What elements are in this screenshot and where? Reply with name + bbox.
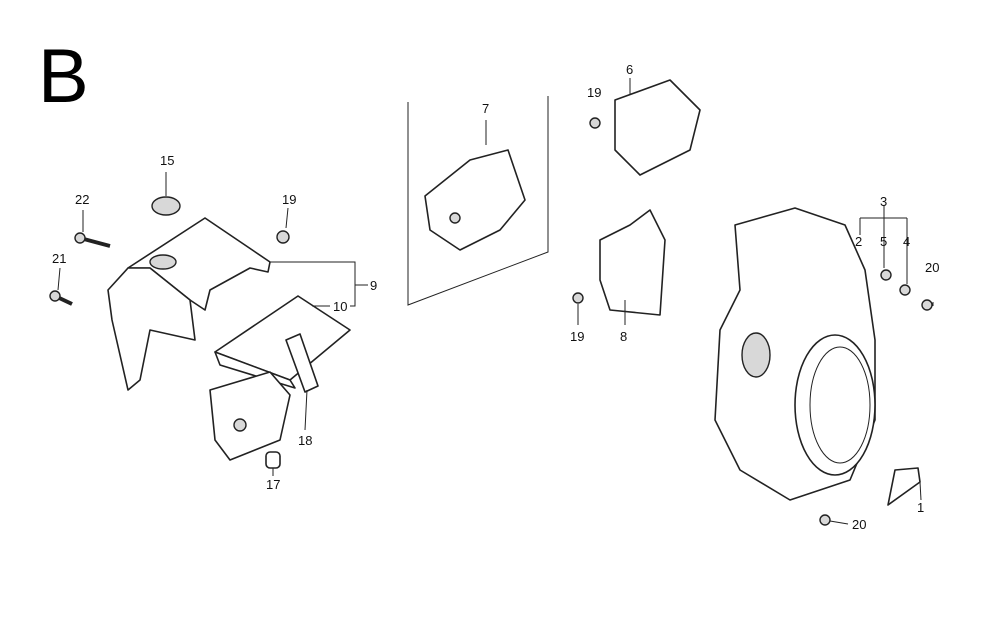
callout-19: 19	[282, 192, 296, 207]
part-2-fan-cover	[714, 207, 876, 501]
callout-15: 15	[160, 153, 174, 168]
part-7-frame	[407, 96, 549, 306]
callout-22: 22	[75, 192, 89, 207]
callout-8: 8	[620, 329, 627, 344]
section-letter: B	[38, 34, 89, 119]
callout-5: 5	[880, 234, 887, 249]
callout-20: 20	[925, 260, 939, 275]
part-20-bolt	[921, 299, 933, 311]
part-17-collar	[265, 451, 281, 469]
part-8-guard	[572, 209, 666, 316]
part-5-nut	[880, 269, 892, 281]
part-21-bolt	[49, 290, 73, 306]
callout-19-upper: 19	[587, 85, 601, 100]
callout-18: 18	[298, 433, 312, 448]
callout-17: 17	[266, 477, 280, 492]
part-4-washer	[899, 284, 911, 296]
callout-2: 2	[855, 234, 862, 249]
part-10-cover	[209, 295, 351, 461]
callout-19-mid: 19	[570, 329, 584, 344]
callout-20-lower: 20	[852, 517, 866, 532]
callout-4: 4	[903, 234, 910, 249]
part-15-cap	[151, 196, 181, 216]
callout-7: 7	[482, 101, 489, 116]
part-19-bolt	[276, 230, 290, 244]
callout-10: 10	[333, 299, 347, 314]
callout-1: 1	[917, 500, 924, 515]
callout-9: 9	[370, 278, 377, 293]
callout-3: 3	[880, 194, 887, 209]
callout-21: 21	[52, 251, 66, 266]
part-6-guard	[589, 79, 701, 176]
callout-6: 6	[626, 62, 633, 77]
part-22-bolt	[74, 232, 111, 248]
part-18-pin	[285, 333, 319, 393]
part-9-shroud	[107, 217, 271, 391]
leader-lines	[57, 78, 934, 525]
part-20-bolt-lower	[819, 514, 831, 526]
part-1-bracket	[887, 467, 921, 506]
